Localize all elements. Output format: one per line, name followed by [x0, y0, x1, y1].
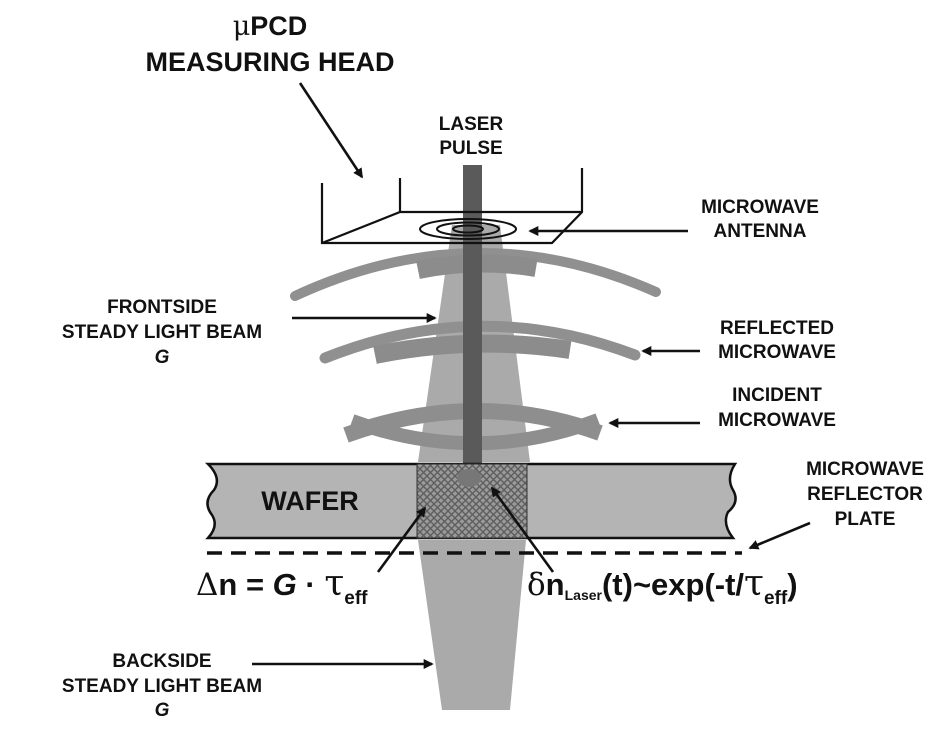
- laser-pulse-beam: [463, 165, 482, 465]
- reflected-label: REFLECTED: [720, 318, 834, 339]
- reflector-label: MICROWAVE: [806, 459, 924, 480]
- frontside-label-g: G: [155, 347, 170, 368]
- frontside-label-2: STEADY LIGHT BEAM: [62, 322, 262, 343]
- steady-eq-arrow: [376, 506, 427, 573]
- backside-label: BACKSIDE: [112, 651, 211, 672]
- backside-light-beam: [418, 540, 526, 710]
- laser-pulse-label-2: PULSE: [439, 138, 502, 159]
- reflected-label-2: MICROWAVE: [718, 342, 836, 363]
- measuring-head-title: μPCD: [233, 11, 308, 42]
- backside-label-g: G: [155, 700, 170, 721]
- wafer-label: WAFER: [261, 486, 359, 516]
- reflector-label-3: PLATE: [835, 509, 896, 530]
- microwave-antenna-icon: [419, 218, 517, 240]
- antenna-label-2: ANTENNA: [714, 221, 807, 242]
- incident-label-2: MICROWAVE: [718, 410, 836, 431]
- antenna-label: MICROWAVE: [701, 197, 819, 218]
- steady-state-equation: Δn = G · τeff: [196, 563, 368, 609]
- reflector-label-2: REFLECTOR: [807, 484, 923, 505]
- leader-arrows: [252, 82, 811, 669]
- laser-pulse-label: LASER: [439, 114, 504, 135]
- backside-label-2: STEADY LIGHT BEAM: [62, 676, 262, 697]
- measuring-head-housing: [320, 168, 584, 245]
- transient-equation: δnLaser(t)~exp(-t/τeff): [527, 563, 798, 609]
- laser-spot-icon: [457, 469, 481, 487]
- transient-eq-arrow: [490, 486, 555, 573]
- measuring-head-subtitle: MEASURING HEAD: [145, 47, 394, 77]
- incident-label: INCIDENT: [732, 385, 822, 406]
- frontside-label: FRONTSIDE: [107, 297, 217, 318]
- head-arrow: [298, 82, 364, 179]
- reflector-arrow: [748, 521, 811, 550]
